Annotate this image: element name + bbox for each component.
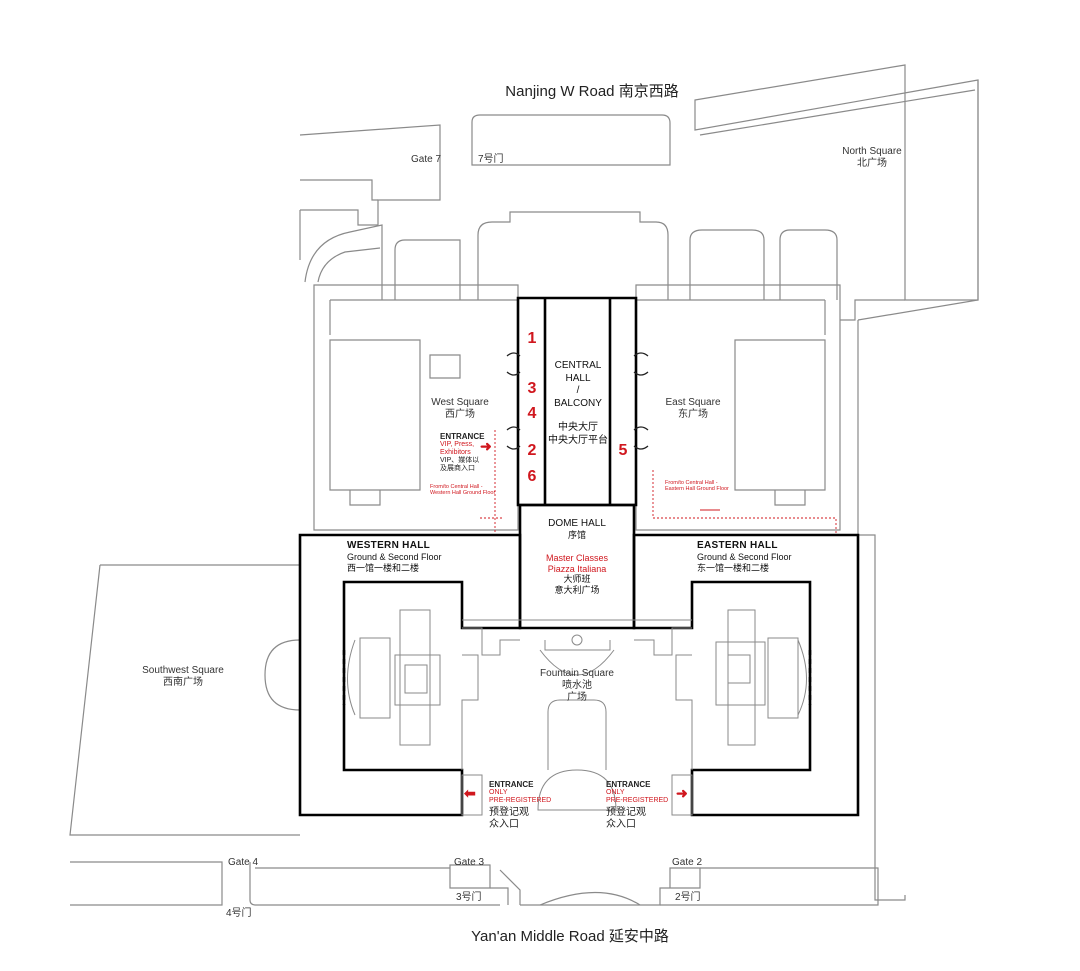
site-outline [69,64,979,906]
gate2-cn-label: 2号门 [675,892,701,903]
west-prereg-arrow-icon: ⬅ [464,785,476,801]
fountain-square-en: Fountain Square [540,668,614,679]
vip-entrance-cn2: 及展商入口 [440,465,475,473]
east-prereg-title: ENTRANCE [606,780,651,789]
central-hall-line1: CENTRAL [554,360,602,371]
gate2-label: Gate 2 [672,857,703,868]
vip-entrance-arrow-icon: ➜ [480,438,492,454]
vip-entrance-cn1: VIP、媒体以 [440,457,480,465]
eastern-hall-label: EASTERN HALL Ground & Second Floor 东一馆一楼… [697,540,792,574]
hall-dashes [342,650,812,705]
east-prereg-arrow-icon: ➜ [676,785,688,801]
west-prereg-red2: PRE-REGISTERED [489,797,552,805]
east-prereg-cn2: 众入口 [606,818,636,830]
central-hall-line2: HALL [565,372,591,384]
east-square-label: East Square 东广场 [665,397,720,421]
western-hall-outline [298,533,522,817]
hall-interior-detail [347,609,807,816]
road-label-south: Yan'an Middle Road 延安中路 [471,928,669,945]
west-preregistered-entrance-label: ENTRANCE ONLY PRE-REGISTERED 预登记观 众入口 [489,780,551,830]
north-square-label: North Square 北广场 [842,146,901,170]
eastern-hall-floors: Ground & Second Floor [697,552,792,562]
north-square-en: North Square [842,146,902,157]
north-square-cn: 北广场 [856,158,887,169]
vip-entrance-title: ENTRANCE [440,432,485,441]
vip-entrance-red1: VIP, Press, [440,441,475,449]
gate7-label: Gate 7 [411,154,442,165]
dome-hall-name: DOME HALL [548,518,606,529]
western-hall-label: WESTERN HALL Ground & Second Floor 西一馆一楼… [347,540,442,574]
east-prereg-red2: PRE-REGISTERED [606,797,669,805]
east-square-cn: 东广场 [677,409,708,420]
gate3-label: Gate 3 [454,857,485,868]
southwest-square-en: Southwest Square [142,665,224,676]
southwest-square-cn: 西南广场 [163,677,203,688]
fountain-square-cn2: 广场 [566,692,587,703]
west-prereg-cn2: 众入口 [489,818,519,830]
booth-number-6: 6 [527,468,537,485]
dome-hall-piazza-italiana: Piazza Italiana [547,563,607,574]
gate4-cn-label: 4号门 [226,908,252,919]
central-hall-cn2: 中央大厅平台 [548,434,608,446]
east-prereg-red1: ONLY [606,789,625,797]
central-hall-line4: BALCONY [554,397,602,409]
east-connector-note2: Eastern Hall Ground Floor [665,486,729,493]
door-symbols [506,352,649,450]
eastern-hall-cn: 东一馆一楼和二楼 [697,562,770,573]
east-preregistered-entrance-label: ENTRANCE ONLY PRE-REGISTERED 预登记观 众入口 [606,780,668,830]
east-square-en: East Square [665,397,721,408]
booth-number-3: 3 [527,380,537,397]
fountain-square-label: Fountain Square 喷水池 广场 [540,668,614,704]
dome-hall-cn3: 意大利广场 [554,585,600,596]
dome-hall-cn2: 大师班 [563,574,591,585]
gate3-cn-label: 3号门 [456,892,482,903]
eastern-hall-outline [632,533,860,817]
booth-number-2: 2 [527,442,537,459]
west-prereg-cn1: 预登记观 [489,807,529,819]
road-label-north: Nanjing W Road 南京西路 [505,83,679,100]
west-square-label: West Square 西广场 [431,397,489,421]
central-hall-outline [516,296,638,507]
booth-number-5: 5 [618,442,628,459]
east-prereg-cn1: 预登记观 [606,807,646,819]
west-prereg-title: ENTRANCE [489,780,534,789]
west-connector-note1: From/to Central Hall - [430,484,483,490]
dome-hall-cn: 序馆 [567,530,587,540]
west-prereg-red1: ONLY [489,789,508,797]
central-hall-line3: / [576,385,580,396]
booth-number-4: 4 [527,405,537,422]
gate4-label: Gate 4 [228,857,259,868]
central-hall-cn1: 中央大厅 [558,422,598,433]
western-hall-cn: 西一馆一楼和二楼 [347,562,420,573]
western-hall-floors: Ground & Second Floor [347,552,442,562]
eastern-hall-name: EASTERN HALL [697,540,778,551]
central-hall-label: CENTRAL HALL / BALCONY 中央大厅 中央大厅平台 [548,360,608,447]
dome-hall-label: DOME HALL 序馆 Master Classes Piazza Itali… [546,518,608,596]
east-connector-note1: From/to Central Hall - [665,480,718,486]
southwest-square-label: Southwest Square 西南广场 [142,665,224,689]
west-square-en: West Square [431,397,489,408]
east-connector-note: From/to Central Hall - Eastern Hall Grou… [665,480,729,493]
west-square-cn: 西广场 [445,409,475,420]
fountain-square-cn1: 喷水池 [561,680,592,691]
gate7-cn-label: 7号门 [478,154,504,165]
vip-entrance-label: ENTRANCE VIP, Press, Exhibitors VIP、媒体以 … [440,432,484,473]
west-connector-note: From/to Central Hall - Western Hall Grou… [430,484,495,497]
vip-entrance-red2: Exhibitors [440,449,471,457]
dome-hall-master-classes: Master Classes [545,552,609,563]
western-hall-name: WESTERN HALL [347,540,431,551]
west-connector-note2: Western Hall Ground Floor [430,490,496,497]
booth-number-1: 1 [527,330,537,347]
